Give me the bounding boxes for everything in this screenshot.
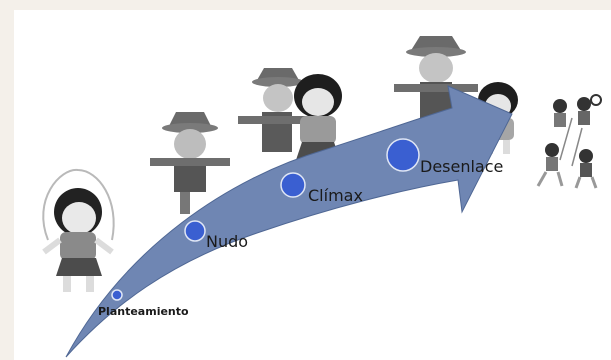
children-playing-icon [536, 94, 602, 189]
girl-jump-rope-icon [42, 168, 115, 292]
stage-label-desenlace: Desenlace [420, 157, 503, 176]
scarecrow-icon [150, 112, 230, 214]
stage-node-climax [280, 172, 306, 198]
stage-node-planteamiento [111, 289, 123, 301]
stage-node-nudo [184, 220, 206, 242]
stage-label-climax: Clímax [308, 186, 363, 205]
stage-node-desenlace [386, 138, 420, 172]
stage-label-planteamiento: Planteamiento [98, 305, 189, 318]
stage-label-nudo: Nudo [206, 232, 248, 251]
